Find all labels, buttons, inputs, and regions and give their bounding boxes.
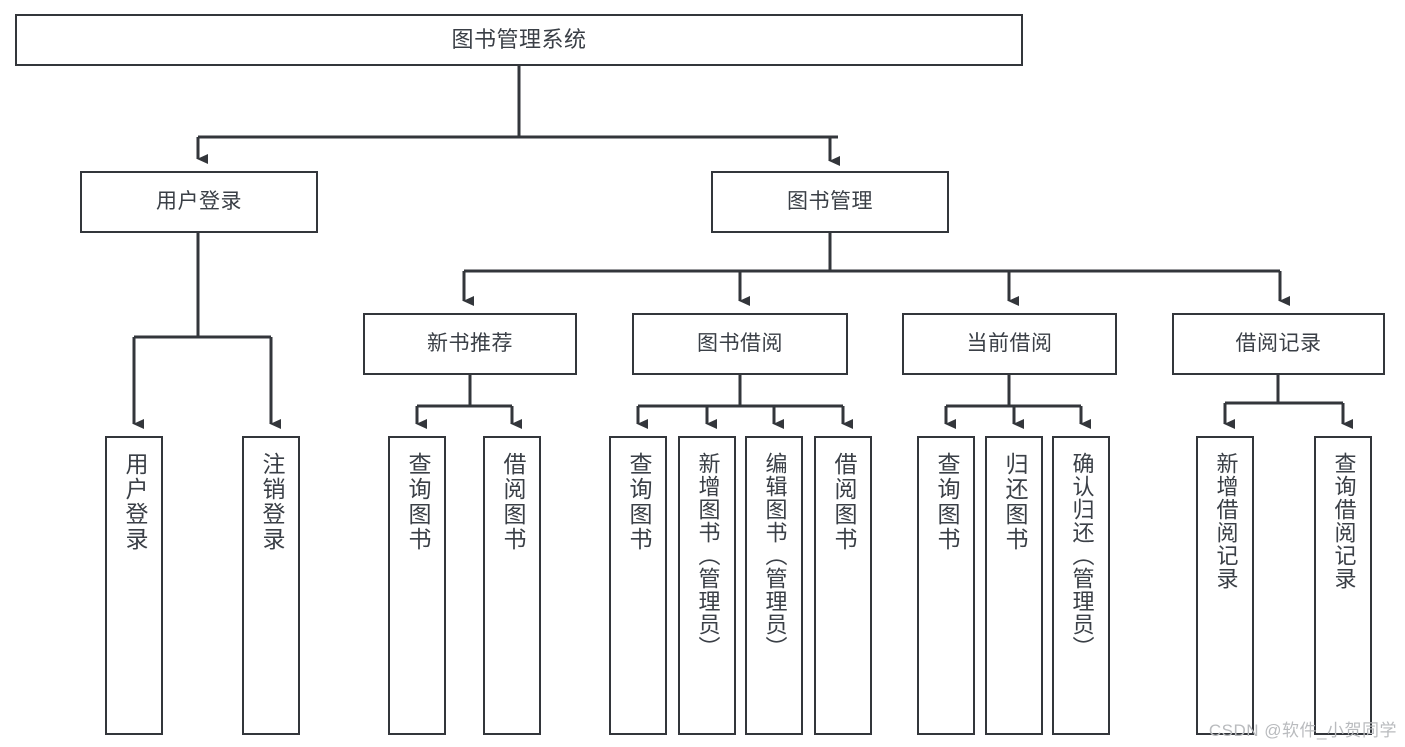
leaf-new-book-query-book[interactable]: 查询图书	[388, 436, 446, 735]
node-label: 借阅图书	[499, 452, 526, 552]
node-label: 借阅记录	[1235, 332, 1322, 356]
node-label: 借阅图书	[830, 452, 857, 552]
leaf-current-return-book[interactable]: 归还图书	[985, 436, 1043, 735]
node-book-management[interactable]: 图书管理	[711, 171, 949, 233]
leaf-new-book-borrow-book[interactable]: 借阅图书	[483, 436, 541, 735]
node-user-login[interactable]: 用户登录	[80, 171, 318, 233]
node-label: 归还图书	[1001, 452, 1028, 552]
node-label: 注销登录	[258, 452, 285, 552]
node-label: 用户登录	[121, 452, 148, 552]
leaf-borrow-edit-book-admin[interactable]: 编辑图书（管理员）	[745, 436, 803, 735]
node-label: 确认归还（管理员）	[1069, 452, 1095, 659]
node-new-book-recommend[interactable]: 新书推荐	[363, 313, 577, 375]
node-borrow-records[interactable]: 借阅记录	[1172, 313, 1385, 375]
node-label: 新增借阅记录	[1213, 452, 1239, 590]
leaf-borrow-borrow-book[interactable]: 借阅图书	[814, 436, 872, 735]
node-label: 编辑图书（管理员）	[762, 452, 788, 659]
node-label: 图书借阅	[697, 332, 783, 356]
csdn-watermark: CSDN @软件_小贺同学	[1208, 721, 1397, 740]
node-label: 用户登录	[156, 190, 242, 214]
node-label: 查询图书	[933, 452, 960, 552]
node-label: 当前借阅	[966, 332, 1053, 356]
leaf-records-add-record[interactable]: 新增借阅记录	[1196, 436, 1254, 735]
node-label: 查询图书	[625, 452, 652, 552]
node-book-borrow[interactable]: 图书借阅	[632, 313, 848, 375]
node-label: 新书推荐	[427, 332, 513, 356]
leaf-current-confirm-return-admin[interactable]: 确认归还（管理员）	[1052, 436, 1110, 735]
leaf-current-query-book[interactable]: 查询图书	[917, 436, 975, 735]
node-root-system[interactable]: 图书管理系统	[15, 14, 1023, 66]
node-label: 查询借阅记录	[1331, 452, 1357, 590]
node-label: 新增图书（管理员）	[695, 452, 721, 659]
node-current-borrow[interactable]: 当前借阅	[902, 313, 1117, 375]
leaf-records-query-record[interactable]: 查询借阅记录	[1314, 436, 1372, 735]
leaf-borrow-add-book-admin[interactable]: 新增图书（管理员）	[678, 436, 736, 735]
leaf-user-login[interactable]: 用户登录	[105, 436, 163, 735]
leaf-borrow-query-book[interactable]: 查询图书	[609, 436, 667, 735]
node-label: 图书管理	[787, 190, 873, 214]
node-label: 查询图书	[404, 452, 431, 552]
leaf-logout[interactable]: 注销登录	[242, 436, 300, 735]
node-label: 图书管理系统	[451, 26, 587, 52]
